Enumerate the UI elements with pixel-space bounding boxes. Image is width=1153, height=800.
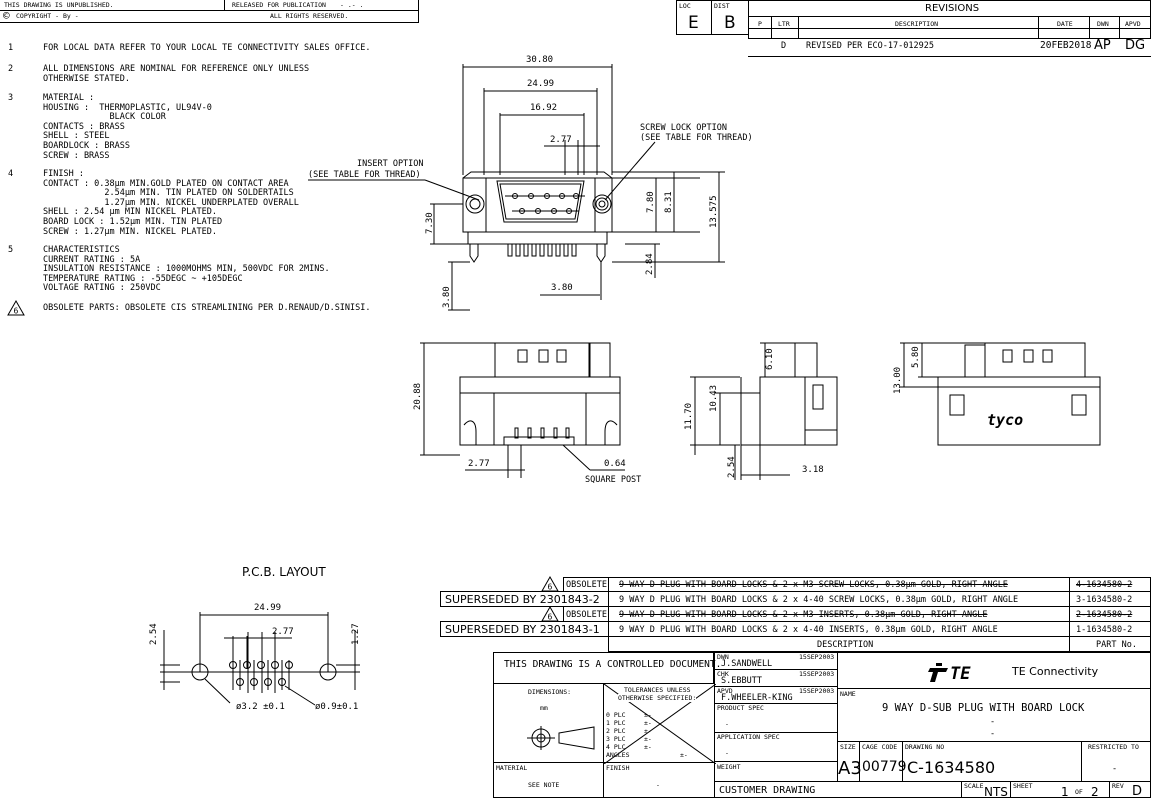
revision-desc: REVISED PER ECO-17-012925 [806, 41, 934, 51]
svg-text:2.84: 2.84 [645, 253, 655, 275]
parts-row-part: 1-1634580-2 [1076, 625, 1133, 635]
svg-text:6: 6 [548, 613, 553, 622]
svg-text:24.99: 24.99 [527, 79, 554, 89]
svg-text:24.99: 24.99 [254, 603, 281, 613]
svg-text:ø3.2 ±0.1: ø3.2 ±0.1 [236, 702, 285, 712]
parts-row-desc: 9 WAY D PLUG WITH BOARD LOCKS & 2 x M3 S… [619, 580, 1008, 590]
svg-text:13.00: 13.00 [893, 367, 903, 394]
revision-dwn: AP [1094, 38, 1111, 53]
parts-part-header: PART No. [1096, 640, 1137, 650]
svg-text:2.54: 2.54 [727, 456, 737, 478]
parts-row-desc: 9 WAY D PLUG WITH BOARD LOCKS & 2 x 4-40… [619, 625, 998, 635]
svg-text:SCREW LOCK OPTION: SCREW LOCK OPTION [640, 123, 727, 133]
svg-text:7.30: 7.30 [425, 212, 435, 234]
finish-value: - [656, 781, 660, 789]
pcb-title: P.C.B. LAYOUT [242, 565, 326, 579]
flag-6-icon: 6 [541, 606, 559, 622]
rev-value: D [1132, 784, 1143, 799]
copyright-text: COPYRIGHT - By - [16, 12, 79, 20]
title-block: THIS DRAWING IS A CONTROLLED DOCUMENT. D… [493, 652, 1151, 799]
revision-ltr: D [781, 41, 787, 51]
flag-6-icon: 6 [7, 299, 25, 316]
svg-text:6.10: 6.10 [765, 348, 775, 370]
svg-text:6: 6 [14, 307, 19, 316]
loc-value: E [688, 13, 699, 33]
parts-row-part: 3-1634580-2 [1076, 595, 1133, 605]
svg-text:6: 6 [548, 583, 553, 592]
parts-table: 6 OBSOLETE 9 WAY D PLUG WITH BOARD LOCKS… [440, 576, 1151, 653]
chk-name: S.EBBUTT [721, 676, 762, 686]
svg-text:2.77: 2.77 [550, 135, 572, 145]
released-value: - .- . [340, 1, 364, 9]
released-text: RELEASED FOR PUBLICATION [232, 1, 326, 9]
svg-text:TE: TE [950, 664, 971, 684]
svg-text:2.77: 2.77 [468, 459, 490, 469]
svg-text:ø0.9±0.1: ø0.9±0.1 [315, 702, 358, 712]
projection-symbol-icon [527, 726, 595, 750]
note-5: CHARACTERISTICS CURRENT RATING : 5A INSU… [43, 245, 330, 294]
note-4: FINISH : CONTACT : 0.38µm MIN.GOLD PLATE… [43, 169, 299, 237]
revision-date: 20FEB2018 [1040, 40, 1092, 51]
revisions-table: REVISIONS P LTR DESCRIPTION DATE DWN APV… [748, 0, 1151, 57]
unpublished-text: THIS DRAWING IS UNPUBLISHED. [4, 1, 114, 9]
material-value: SEE NOTE [528, 781, 560, 789]
parts-row-part: 4-1634580-2 [1076, 580, 1133, 590]
header-strip: THIS DRAWING IS UNPUBLISHED. RELEASED FO… [0, 0, 419, 23]
parts-row-part: 2-1634580-2 [1076, 610, 1133, 620]
parts-desc-header: DESCRIPTION [817, 640, 874, 650]
svg-text:7.80: 7.80 [646, 191, 656, 213]
svg-text:3.18: 3.18 [802, 465, 824, 475]
svg-text:30.80: 30.80 [526, 55, 553, 65]
company-name: TE Connectivity [1012, 665, 1099, 678]
parts-row-prefix: SUPERSEDED BY 2301843-2 [445, 593, 600, 606]
parts-row-prefix: OBSOLETE [566, 580, 607, 590]
note-3: MATERIAL : HOUSING : THERMOPLASTIC, UL94… [43, 93, 212, 161]
svg-text:13.575: 13.575 [709, 195, 719, 228]
revisions-title: REVISIONS [925, 3, 980, 14]
scale-value: NTS [984, 785, 1008, 799]
svg-text:2.54: 2.54 [149, 623, 159, 645]
svg-text:1.27: 1.27 [351, 623, 361, 645]
cage-value: 00779 [862, 759, 907, 775]
svg-text:2.77: 2.77 [272, 627, 294, 637]
te-logo-icon: TE [928, 663, 971, 684]
svg-text:(SEE TABLE FOR THREAD): (SEE TABLE FOR THREAD) [308, 170, 421, 180]
svg-text:11.70: 11.70 [684, 403, 694, 430]
customer-drawing: CUSTOMER DRAWING [719, 785, 816, 796]
controlled-text: THIS DRAWING IS A CONTROLLED DOCUMENT. [504, 659, 722, 670]
svg-text:20.88: 20.88 [413, 383, 423, 410]
drawing-number: C-1634580 [907, 758, 996, 777]
svg-text:0.64: 0.64 [604, 459, 626, 469]
svg-text:5.80: 5.80 [911, 346, 921, 368]
note-1: FOR LOCAL DATA REFER TO YOUR LOCAL TE CO… [43, 43, 371, 53]
note-6: OBSOLETE PARTS: OBSOLETE CIS STREAMLININ… [43, 303, 371, 313]
rights-text: ALL RIGHTS RESERVED. [270, 12, 349, 20]
parts-row-prefix: OBSOLETE [566, 610, 607, 620]
apvd-name: F.WHEELER-KING [721, 693, 793, 703]
parts-row-prefix: SUPERSEDED BY 2301843-1 [445, 623, 600, 636]
copyright-icon: © [3, 9, 10, 22]
parts-row-desc: 9 WAY D PLUG WITH BOARD LOCKS & 2 x 4-40… [619, 595, 1019, 605]
note-2: ALL DIMENSIONS ARE NOMINAL FOR REFERENCE… [43, 64, 310, 84]
sheet-value: 1 [1061, 785, 1069, 799]
svg-text:8.31: 8.31 [664, 191, 674, 213]
tyco-logo: tyco [987, 411, 1023, 429]
revision-apvd: DG [1125, 38, 1146, 53]
dist-value: B [724, 13, 736, 33]
svg-text:SQUARE POST: SQUARE POST [585, 475, 641, 485]
flag-6-icon: 6 [541, 576, 559, 592]
svg-text:3.80: 3.80 [442, 286, 452, 308]
svg-text:INSERT OPTION: INSERT OPTION [357, 159, 424, 169]
dwn-name: J.SANDWELL [721, 659, 773, 669]
parts-row-desc: 9 WAY D PLUG WITH BOARD LOCKS & 2 x M3 I… [619, 610, 988, 620]
svg-text:(SEE TABLE FOR THREAD): (SEE TABLE FOR THREAD) [640, 133, 753, 143]
svg-text:3.80: 3.80 [551, 283, 573, 293]
drawing-name: 9 WAY D-SUB PLUG WITH BOARD LOCK [882, 702, 1085, 714]
svg-text:16.92: 16.92 [530, 103, 557, 113]
size-value: A3 [838, 758, 862, 779]
svg-text:10.43: 10.43 [709, 385, 719, 412]
